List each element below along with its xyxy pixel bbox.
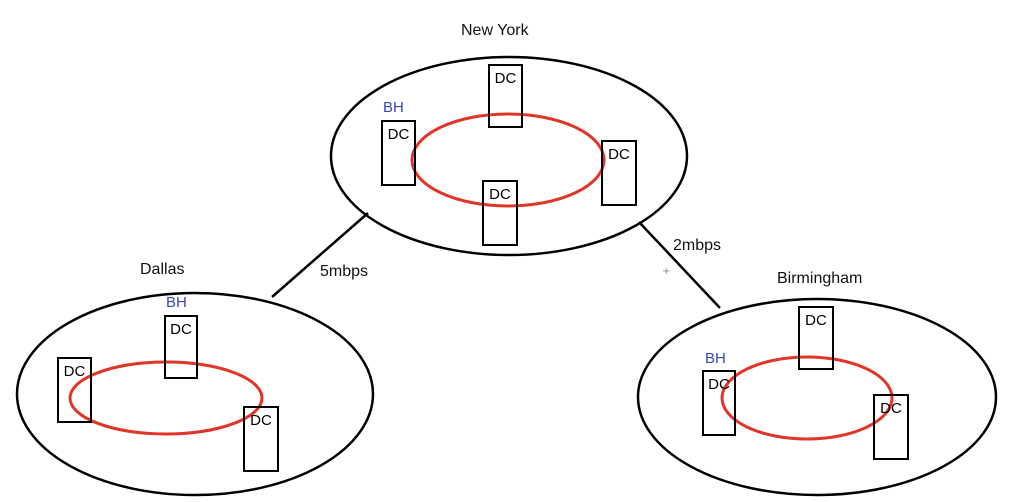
replication-ring-birmingham [720, 355, 894, 441]
dc-label: DC [170, 321, 192, 338]
dc-label: DC [63, 363, 86, 380]
link-newyork-birmingham [638, 221, 721, 309]
dc-label: DC [880, 400, 902, 417]
dc-label: DC [494, 70, 517, 87]
replication-ring-newyork [410, 112, 606, 208]
dc-dallas-bridgehead: DC [164, 315, 198, 379]
dc-label: DC [708, 376, 730, 393]
site-label-dallas: Dallas [140, 261, 185, 278]
bridgehead-label-birmingham: BH [705, 350, 726, 367]
bridgehead-label-newyork: BH [383, 99, 404, 116]
link-dallas-newyork [271, 212, 369, 298]
link-label-dallas-newyork: 5mbps [320, 263, 369, 280]
dc-dallas-right: DC [243, 406, 279, 472]
dc-label: DC [608, 146, 630, 163]
dc-newyork-right: DC [601, 140, 637, 206]
dc-label: DC [805, 312, 827, 329]
dc-birmingham-top: DC [798, 306, 834, 370]
site-label-newyork: New York [461, 22, 529, 39]
dc-newyork-bridgehead: DC [381, 120, 416, 186]
dc-newyork-bottom: DC [482, 180, 518, 246]
link-label-newyork-birmingham: 2mbps [673, 237, 722, 254]
dc-birmingham-bridgehead: DC [702, 370, 736, 436]
site-birmingham-outline [636, 297, 998, 497]
bridgehead-label-dallas: BH [166, 294, 187, 311]
cursor-mark: + [662, 266, 670, 277]
site-dallas-outline [15, 291, 375, 497]
dc-label: DC [489, 186, 511, 203]
replication-ring-dallas [68, 360, 264, 436]
dc-dallas-left: DC [57, 357, 92, 423]
site-newyork-outline [329, 55, 689, 257]
dc-label: DC [250, 412, 272, 429]
dc-birmingham-right: DC [873, 394, 909, 460]
site-label-birmingham: Birmingham [777, 270, 863, 287]
dc-newyork-top: DC [488, 64, 523, 128]
dc-label: DC [387, 126, 410, 143]
